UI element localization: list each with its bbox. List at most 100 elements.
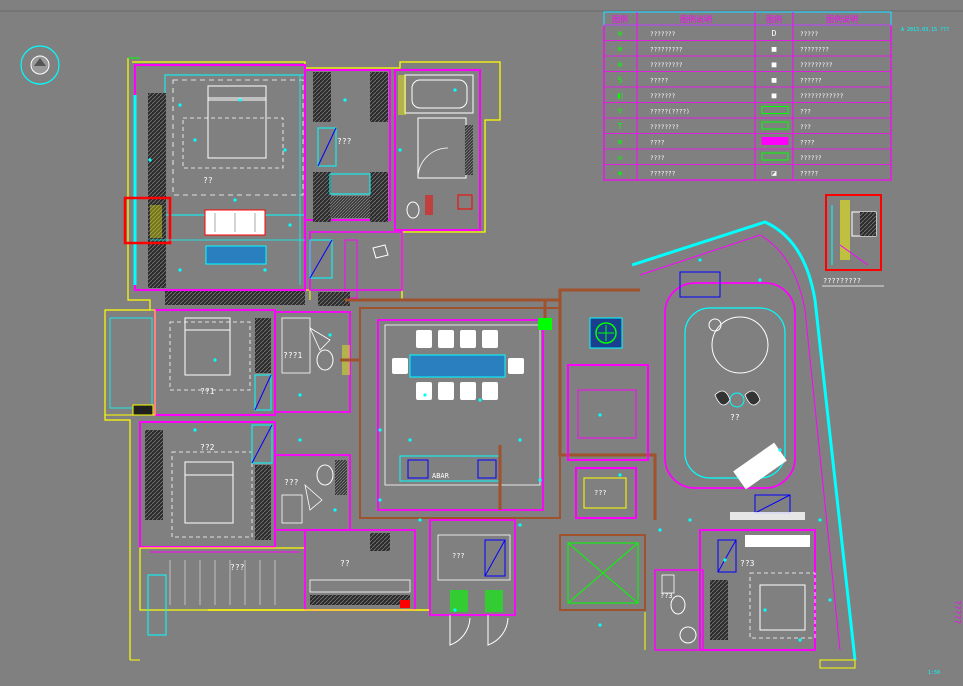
fixture-dot xyxy=(178,103,182,107)
dining-chair xyxy=(438,382,454,400)
dining-chair xyxy=(482,382,498,400)
fixture-dot xyxy=(698,258,702,262)
fixture-dot xyxy=(298,438,302,442)
bedroom-3: ??3 xyxy=(699,512,816,651)
pool-lounge: ?? xyxy=(631,220,857,661)
room-label-foyer: ??? xyxy=(452,552,465,560)
dining-room: ABAR xyxy=(359,307,561,519)
legend-text-left: ???? xyxy=(650,139,665,146)
detail-inset: ????????? xyxy=(822,194,884,287)
legend-text-right: ???? xyxy=(800,139,815,146)
legend-text-left: ????????? xyxy=(650,46,683,53)
fixture-dot xyxy=(598,413,602,417)
fan-coil-unit xyxy=(589,317,623,349)
balcony: ??? xyxy=(139,547,306,636)
legend-swatch xyxy=(761,121,789,130)
room-label-bath-1: ???1 xyxy=(283,351,302,360)
fixture-dot xyxy=(478,398,482,402)
fixture-dot xyxy=(178,268,182,272)
legend-symbol-left: ◧ xyxy=(618,91,623,100)
legend-text-left: ??????? xyxy=(650,170,676,177)
stair-core: ??? xyxy=(559,364,649,611)
legend-text-right: ?????? xyxy=(800,155,822,162)
fixture-dot xyxy=(453,608,457,612)
fixture-dot xyxy=(658,528,662,532)
room-label-closet: ??? xyxy=(337,137,352,146)
room-label-pantry: ??? xyxy=(594,489,607,497)
corridor xyxy=(309,231,403,306)
dining-chair xyxy=(392,358,408,374)
fixture-dot xyxy=(288,223,292,227)
legend-text-left: ?????(????) xyxy=(650,108,690,115)
legend-symbol-left: ◈ xyxy=(618,168,623,177)
fixture-dot xyxy=(263,268,267,272)
bath-2: ??? xyxy=(274,454,351,531)
fixture-dot xyxy=(298,393,302,397)
room-label-bedroom-3: ??3 xyxy=(740,559,755,568)
legend-symbol-right: D xyxy=(772,29,777,38)
legend-symbol-left: ⊕ xyxy=(618,137,623,146)
legend-swatch xyxy=(761,152,789,161)
fixture-dot xyxy=(193,138,197,142)
legend-text-right: ???????? xyxy=(800,46,829,53)
room-label-balcony: ??? xyxy=(230,563,245,572)
legend-swatch xyxy=(761,137,789,145)
fixture-dot xyxy=(453,88,457,92)
room-label-bedroom-1: ??1 xyxy=(200,387,215,396)
compass-icon xyxy=(20,45,60,85)
fixture-dot xyxy=(418,518,422,522)
legend-header-3: 图例 xyxy=(766,14,782,24)
legend-symbol-left: ⊕ xyxy=(618,60,623,69)
legend-text-right: ????? xyxy=(800,170,818,177)
fixture-dot xyxy=(423,393,427,397)
bedroom-2: ??2 xyxy=(139,421,276,548)
bath-3: ??3 xyxy=(654,569,704,651)
dining-chair xyxy=(416,382,432,400)
legend-text-left: ????????? xyxy=(650,62,683,69)
legend-symbol-left: T xyxy=(618,122,623,131)
fixture-dot xyxy=(538,478,542,482)
legend-symbol-left: ⊕ xyxy=(618,29,623,38)
fixture-dot xyxy=(213,358,217,362)
legend-text-left: ???????? xyxy=(650,124,679,131)
legend-symbol-right: ◪ xyxy=(772,168,777,177)
master-bedroom: ?? xyxy=(123,64,306,305)
fixture-dot xyxy=(828,598,832,602)
legend-header-4: 图例说明 xyxy=(826,14,858,24)
hvac-duct xyxy=(340,288,657,520)
legend-table: 图例 图例说明 图例 图例说明 ⊕??????? D????? ⊕?????????… xyxy=(603,11,892,181)
fixture-dot xyxy=(343,98,347,102)
legend-text-right: ????? xyxy=(800,31,818,38)
fixture-dot xyxy=(723,558,727,562)
legend-symbol-left: ✉ xyxy=(618,153,623,162)
legend-header-1: 图例 xyxy=(612,14,628,24)
legend-symbol-right: ■ xyxy=(772,60,777,69)
fixture-dot xyxy=(238,98,242,102)
fixture-dot xyxy=(148,158,152,162)
foyer: ??? xyxy=(429,519,516,646)
dining-chair xyxy=(416,330,432,348)
room-label-master: ?? xyxy=(203,176,213,185)
master-bath xyxy=(394,69,481,231)
scale-note: 1:50 xyxy=(928,670,940,676)
fixture-dot xyxy=(378,428,382,432)
bedroom-1: ??1 xyxy=(104,309,276,416)
legend-text-left: ????? xyxy=(650,77,668,84)
side-annotation: ????? xyxy=(953,600,962,624)
fixture-dot xyxy=(688,518,692,522)
fixture-dot xyxy=(328,333,332,337)
revision-note: A 2013.03.15 ?7? xyxy=(901,27,949,33)
legend-text-right: ????????? xyxy=(800,62,833,69)
dining-chair xyxy=(508,358,524,374)
dining-chair xyxy=(460,330,476,348)
legend-header-2: 图例说明 xyxy=(680,14,712,24)
legend-symbol-left: ▽ xyxy=(618,106,623,115)
legend-text-left: ??????? xyxy=(650,93,676,100)
fixture-dot xyxy=(518,438,522,442)
legend-text-right: ?????? xyxy=(800,77,822,84)
bath-1: ???1 xyxy=(274,311,351,413)
legend-text-right: ??? xyxy=(800,124,811,131)
fixture-symbols xyxy=(148,88,832,642)
fixture-dot xyxy=(778,448,782,452)
detail-label: ????????? xyxy=(823,277,861,285)
